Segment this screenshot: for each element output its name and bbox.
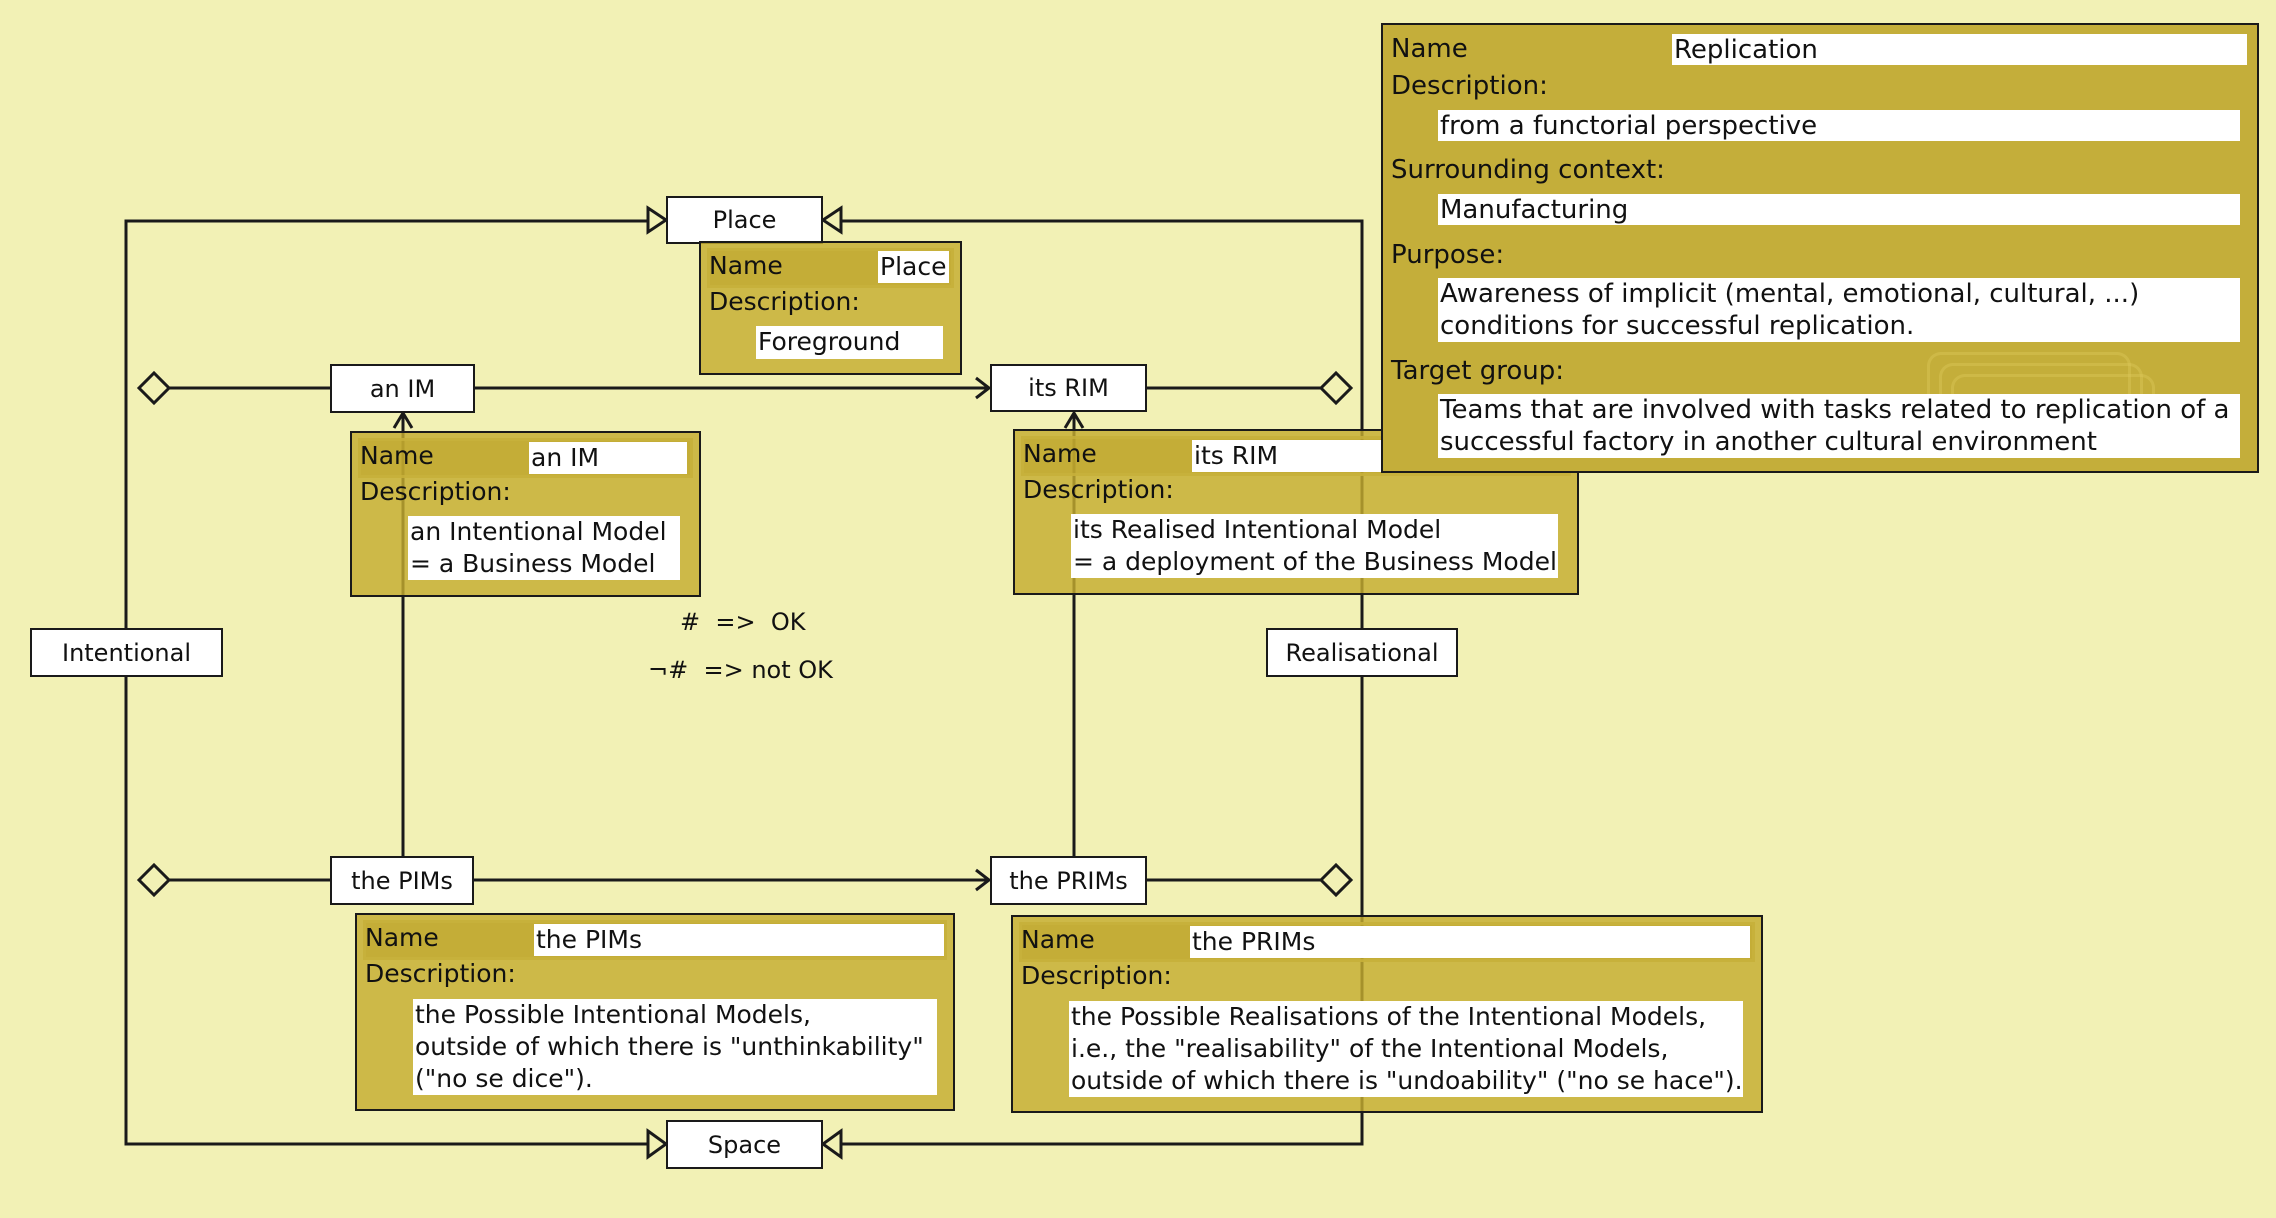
diamond-pims bbox=[136, 862, 172, 898]
description-field[interactable]: Foreground bbox=[756, 326, 943, 359]
description-label: Description: bbox=[360, 477, 511, 506]
node-space-label: Space bbox=[707, 1130, 782, 1159]
node-its-rim-label: its RIM bbox=[1028, 374, 1109, 402]
name-field[interactable]: the PRIMs bbox=[1190, 926, 1750, 958]
node-the-pims-label: the PIMs bbox=[351, 866, 453, 895]
node-an-im-label: an IM bbox=[369, 374, 436, 403]
name-field[interactable]: the PIMs bbox=[534, 924, 944, 956]
description-label: Description: bbox=[1391, 71, 1548, 101]
description-field[interactable]: an Intentional Model = a Business Model bbox=[408, 516, 680, 580]
node-realisational-label: Realisational bbox=[1285, 638, 1439, 667]
description-label: Description: bbox=[365, 959, 516, 988]
description-field[interactable]: its Realised Intentional Model = a deplo… bbox=[1071, 514, 1558, 578]
purpose-field[interactable]: Awareness of implicit (mental, emotional… bbox=[1438, 278, 2240, 342]
name-label: Name bbox=[1023, 439, 1097, 468]
target-group-label: Target group: bbox=[1391, 356, 1564, 386]
name-field[interactable]: Replication bbox=[1672, 34, 2247, 65]
edge-realisational-space bbox=[841, 677, 1364, 1146]
info-panel-replication: Name Replication Description: from a fun… bbox=[1381, 23, 2259, 473]
node-its-rim[interactable]: its RIM bbox=[990, 364, 1147, 412]
info-panel-the-prims: Name the PRIMs Description: the Possible… bbox=[1011, 915, 1763, 1113]
stack-decoration-icon bbox=[1951, 374, 2155, 397]
node-the-pims[interactable]: the PIMs bbox=[330, 856, 474, 905]
name-label: Name bbox=[709, 251, 783, 280]
description-field[interactable]: the Possible Realisations of the Intenti… bbox=[1069, 1001, 1743, 1097]
arrow-head-its-rim bbox=[975, 376, 992, 400]
edge-intentional-place bbox=[124, 219, 648, 628]
node-place-label: Place bbox=[712, 206, 777, 234]
surrounding-context-label: Surrounding context: bbox=[1391, 155, 1665, 185]
triangle-arrow-place-right bbox=[820, 205, 843, 235]
description-field[interactable]: the Possible Intentional Models, outside… bbox=[413, 999, 937, 1095]
surrounding-context-field[interactable]: Manufacturing bbox=[1438, 194, 2240, 225]
name-label: Name bbox=[360, 441, 434, 470]
triangle-arrow-space-right bbox=[820, 1128, 843, 1160]
arrow-head-its-rim-up bbox=[1063, 410, 1085, 429]
purpose-label: Purpose: bbox=[1391, 240, 1505, 270]
name-label: Name bbox=[1391, 34, 1468, 64]
node-the-prims-label: the PRIMs bbox=[1009, 866, 1128, 895]
diamond-its-rim bbox=[1318, 370, 1354, 406]
name-label: Name bbox=[1021, 925, 1095, 954]
name-field[interactable]: Place bbox=[878, 251, 949, 283]
node-an-im[interactable]: an IM bbox=[330, 364, 475, 413]
name-field[interactable]: an IM bbox=[529, 442, 687, 474]
node-place[interactable]: Place bbox=[666, 196, 823, 244]
name-label: Name bbox=[365, 923, 439, 952]
node-intentional[interactable]: Intentional bbox=[30, 628, 223, 677]
description-label: Description: bbox=[1023, 475, 1174, 504]
arrow-head-an-im bbox=[392, 410, 414, 429]
info-panel-place: Name Place Description: Foreground bbox=[699, 241, 962, 375]
target-group-field[interactable]: Teams that are involved with tasks relat… bbox=[1438, 394, 2240, 458]
description-label: Description: bbox=[1021, 961, 1172, 990]
triangle-arrow-space-left bbox=[646, 1128, 669, 1160]
node-space[interactable]: Space bbox=[666, 1120, 823, 1169]
info-panel-the-pims: Name the PIMs Description: the Possible … bbox=[355, 913, 955, 1111]
edge-intentional-space bbox=[124, 677, 648, 1146]
description-label: Description: bbox=[709, 287, 860, 316]
diamond-an-im bbox=[136, 370, 172, 406]
legend-not-ok: ¬# => not OK bbox=[648, 656, 833, 684]
arrow-head-prims bbox=[975, 868, 992, 892]
node-the-prims[interactable]: the PRIMs bbox=[990, 856, 1147, 905]
description-field[interactable]: from a functorial perspective bbox=[1438, 110, 2240, 141]
info-panel-an-im: Name an IM Description: an Intentional M… bbox=[350, 431, 701, 597]
legend-ok: # => OK bbox=[680, 608, 806, 636]
diamond-prims bbox=[1318, 862, 1354, 898]
triangle-arrow-place-left bbox=[646, 205, 669, 235]
node-intentional-label: Intentional bbox=[61, 638, 192, 667]
node-realisational[interactable]: Realisational bbox=[1266, 628, 1458, 677]
